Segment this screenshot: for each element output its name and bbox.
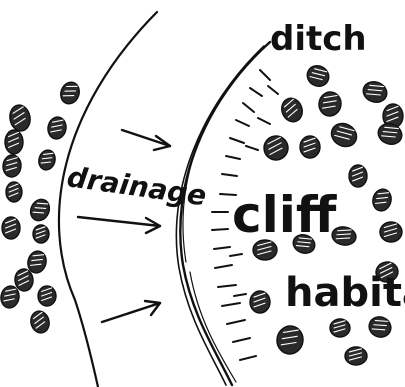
pebble	[300, 136, 320, 158]
ditch-label: ditch	[270, 19, 367, 59]
pebble	[5, 130, 23, 154]
pebble	[38, 286, 56, 306]
hatch-mark	[212, 229, 228, 230]
pebble	[380, 222, 402, 242]
pebble	[2, 217, 20, 239]
pebble	[6, 182, 22, 202]
pebble	[349, 165, 367, 187]
pebble	[250, 291, 270, 313]
cliff-label: cliff	[232, 186, 337, 244]
pebble	[33, 225, 49, 243]
habitat-label: habitat	[285, 270, 405, 316]
pebble	[345, 347, 367, 365]
pebble	[330, 319, 350, 337]
